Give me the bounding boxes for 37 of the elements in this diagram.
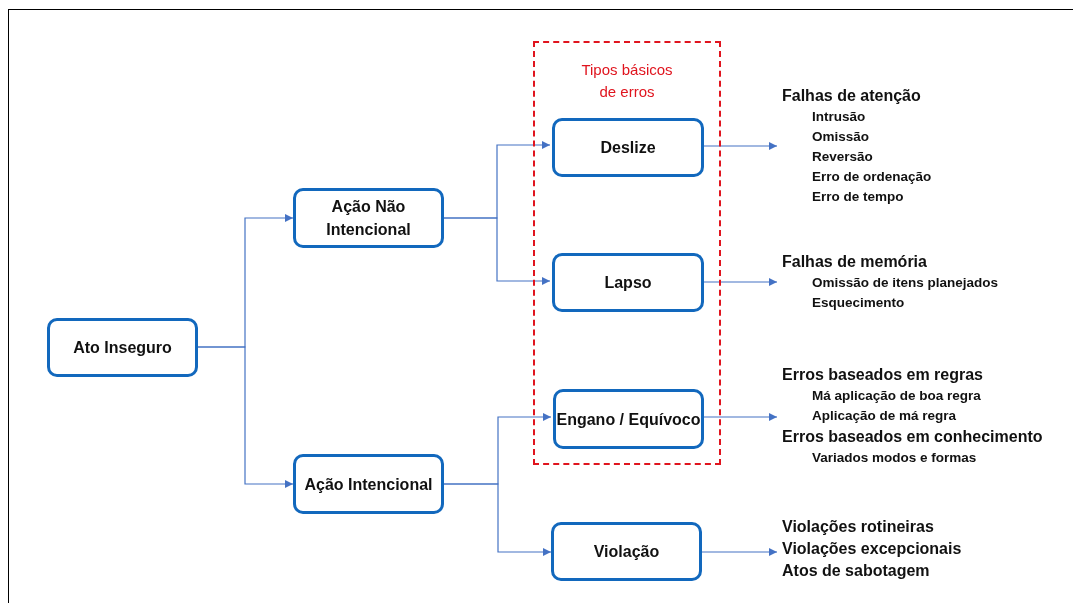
process-box xyxy=(293,454,444,514)
list-item: Aplicação de má regra xyxy=(812,407,957,425)
arrow xyxy=(443,483,552,556)
process-box xyxy=(293,188,444,248)
list-item: Má aplicação de boa regra xyxy=(812,387,981,405)
list-heading: Erros baseados em conhecimento xyxy=(782,427,1043,447)
arrow xyxy=(443,217,551,285)
dashed-group-box xyxy=(533,41,721,465)
list-heading: Violações excepcionais xyxy=(782,539,962,559)
box-label: Ato Inseguro xyxy=(73,338,172,358)
list-heading: Violações rotineiras xyxy=(782,517,934,537)
process-box xyxy=(47,318,198,377)
list-heading: Falhas de memória xyxy=(782,252,927,272)
list-heading: Atos de sabotagem xyxy=(782,561,930,581)
box-label: Ação Não Intencional xyxy=(325,197,412,240)
box-label: Engano / Equívoco xyxy=(556,409,701,430)
list-item: Omissão de itens planejados xyxy=(812,274,999,292)
group-heading: Tipos básicos de erros xyxy=(580,60,674,102)
list-item: Variados modos e formas xyxy=(812,449,977,467)
list-heading: Erros baseados em regras xyxy=(782,365,983,385)
process-box xyxy=(553,389,704,449)
box-label: Ação Intencional xyxy=(304,474,433,495)
box-label: Violação xyxy=(593,542,660,562)
box-label: Lapso xyxy=(604,273,652,293)
process-box xyxy=(552,253,704,312)
list-item: Omissão xyxy=(812,128,870,146)
arrow xyxy=(197,346,294,488)
list-heading: Falhas de atenção xyxy=(782,86,921,106)
process-box xyxy=(551,522,702,581)
list-item: Esquecimento xyxy=(812,294,905,312)
list-item: Reversão xyxy=(812,148,873,166)
box-label: Deslize xyxy=(600,138,656,158)
list-item: Erro de tempo xyxy=(812,188,904,206)
list-item: Erro de ordenação xyxy=(812,168,932,186)
list-item: Intrusão xyxy=(812,108,866,126)
process-box xyxy=(552,118,704,177)
arrow xyxy=(701,548,778,556)
